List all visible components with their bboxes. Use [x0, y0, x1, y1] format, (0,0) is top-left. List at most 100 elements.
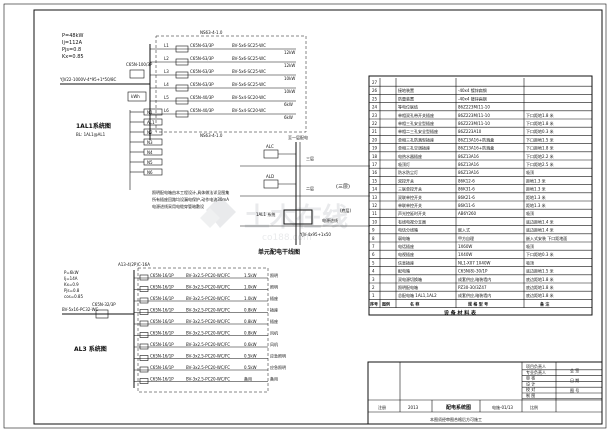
- al3-main-breaker: C65N-32/3P: [92, 302, 116, 307]
- table-cell-no: 26: [372, 88, 378, 93]
- al3-system-diagram: P=6kW Ij=14A Kx=0.9 Pjs=0.8 cos=0.85 A13…: [62, 262, 286, 393]
- table-cell-spec: 1X40W: [458, 252, 472, 257]
- al1-note: 照明配电箱由本工程设计,具体做法详见图集: [152, 189, 229, 195]
- riser-right-label: 二层: [306, 185, 314, 191]
- al1-branch-box: [143, 138, 163, 146]
- al3-load-label: 备用: [244, 376, 252, 382]
- al1-feeder-breaker-label: C65N-63/3P: [190, 69, 214, 74]
- al1-subtitle: BL: 1AL1@AL1: [76, 132, 106, 137]
- table-cell-name: 电话分线箱: [398, 227, 418, 233]
- al1-feeder-cable: BV-5x6-SC25-WC: [232, 43, 266, 48]
- al1-branch-box: [143, 108, 163, 116]
- table-cell-spec: -40x4 镀锌扁钢: [458, 87, 487, 93]
- table-cell-no: 19: [372, 146, 378, 151]
- table-header-sym: 图例: [382, 300, 390, 306]
- table-cell-spec: 甲方自理: [458, 235, 474, 241]
- al1-feeder-breaker: [175, 71, 189, 79]
- al3-use-label: 照明: [270, 285, 278, 290]
- al3-cable-label: BV-3x2.5-PC20-WC/FC: [186, 365, 230, 370]
- al1-feeder-circuit: L1: [164, 43, 169, 48]
- titleblock-right-label: 会 签: [570, 367, 579, 373]
- table-cell-name: 电话插座: [398, 243, 414, 249]
- al1-feeder-breaker-label: C65N-40/3P: [190, 108, 214, 113]
- titleblock-sheet-no: 电施-01/13: [492, 404, 513, 410]
- al3-feeder-breaker: [139, 378, 149, 384]
- table-cell-note: 吸顶: [526, 244, 534, 249]
- table-cell-no: 16: [372, 170, 378, 175]
- al1-title: 1AL1系统图: [76, 122, 111, 130]
- table-cell-no: 18: [372, 154, 378, 159]
- al1-meter: kWh: [131, 94, 140, 99]
- table-cell-spec: 86Z223A10: [458, 129, 482, 134]
- al3-use-label: 风机: [270, 341, 278, 347]
- table-cell-spec: 成套供应,暗装墙内: [458, 276, 491, 282]
- al3-breaker-label: C65N-16/1P: [150, 331, 174, 336]
- al1-box-label-top: NS63-4-1.0: [200, 30, 223, 35]
- al3-load-label: 0.6kW: [244, 342, 257, 347]
- titleblock-label: 项目负责人: [526, 363, 546, 369]
- al3-cable-label: BV-3x2.5-PC20-WC/FC: [186, 342, 230, 347]
- titleblock-label: 设 计: [526, 380, 535, 386]
- al1-branch-label: N5: [147, 160, 153, 165]
- table-cell-spec: C65N(8)-30/1P: [458, 269, 488, 274]
- table-cell-spec: PZ30-30/3Z47: [458, 285, 487, 290]
- al3-param: Kx=0.9: [64, 282, 79, 287]
- al1-feeder-cable: BV-5x6-SC25-WC: [232, 69, 266, 74]
- table-cell-spec: 86K31-6: [458, 187, 475, 192]
- table-cell-name: 有线电视分支器: [398, 218, 426, 224]
- table-cell-note: 下口距地1.8 米: [526, 145, 554, 151]
- al1-feeder-load: 6kW: [284, 115, 293, 120]
- table-cell-no: 21: [372, 129, 378, 134]
- al3-breaker-label: C65N-16/1P: [150, 354, 174, 359]
- al1-box-label-bottom: NS63-4-1.0: [200, 133, 223, 138]
- al3-use-label: 备用: [270, 376, 278, 382]
- al3-breaker-label: C65N-16/1P: [150, 273, 174, 278]
- al3-load-label: 0.5kW: [244, 365, 257, 370]
- al1-feeder-breaker-label: C65N-40/3P: [190, 95, 214, 100]
- al1-feeder-circuit: L3: [164, 69, 169, 74]
- table-header-spec: 规 格 型 号: [467, 300, 488, 306]
- al3-feeder-breaker: [139, 286, 149, 292]
- al1-branch-label: N2: [147, 130, 153, 135]
- table-cell-name: 声光控延时开关: [398, 210, 426, 216]
- table-cell-note: 嵌入式安装 下口距地面: [526, 235, 567, 241]
- table-cell-name: 配电箱: [398, 268, 410, 274]
- table-cell-name: 接地装置: [398, 87, 414, 93]
- table-cell-note: 底边距地1.4 米: [526, 227, 554, 233]
- table-cell-note: 距地1.3 米: [526, 194, 546, 200]
- table-cell-spec: 86Z223M/11-10: [458, 121, 490, 126]
- al3-feeder-breaker: [139, 332, 149, 338]
- al1-feeder-cable: BV-5x6-SC25-WC: [232, 56, 266, 61]
- al1-feeder-load: 10kW: [284, 76, 295, 81]
- titleblock-right-label: 图 号: [570, 387, 579, 393]
- table-cell-no: 4: [372, 269, 375, 274]
- table-header-no: 序号: [369, 300, 378, 306]
- table-cell-note: 吸顶: [526, 260, 534, 265]
- al1-branch-box: [143, 168, 163, 176]
- al1-note: 所有插座回路均设漏电保护,动作电流30mA: [152, 196, 229, 202]
- al1-notes: 照明配电箱由本工程设计,具体做法详见图集 所有插座回路均设漏电保护,动作电流30…: [152, 189, 229, 209]
- table-cell-no: 22: [372, 121, 378, 126]
- al1-branch-label: N4: [147, 150, 153, 155]
- table-cell-spec: NL1-X07 1X40W: [458, 260, 490, 265]
- al1-feeder-circuit: L4: [164, 82, 169, 87]
- al1-branch-label: N3: [147, 140, 153, 145]
- al3-cable-label: BV-3x2.5-PC20-WC/FC: [186, 319, 230, 324]
- table-cell-no: 3: [372, 277, 375, 282]
- table-cell-note: 底边距地1.8 米: [526, 276, 554, 282]
- al3-params: P=6kW Ij=14A Kx=0.9 Pjs=0.8 cos=0.85: [64, 270, 83, 299]
- al1-param: Kx=0.85: [62, 54, 84, 60]
- table-cell-note: 底边距地1.8 米: [526, 284, 554, 290]
- table-cell-note: 距地1.3 米: [526, 177, 546, 183]
- table-cell-name: 双控开关: [398, 177, 414, 183]
- svg-text:co188.com: co188.com: [262, 233, 312, 243]
- table-cell-name: 总配电箱 1AL1,1AL2: [398, 292, 437, 298]
- table-cell-note: 下口距地2.5 米: [526, 161, 554, 167]
- table-cell-name: 单相三孔空调插座: [398, 145, 430, 151]
- table-cell-name: 电视插座: [398, 251, 414, 257]
- table-cell-no: 5: [372, 260, 375, 265]
